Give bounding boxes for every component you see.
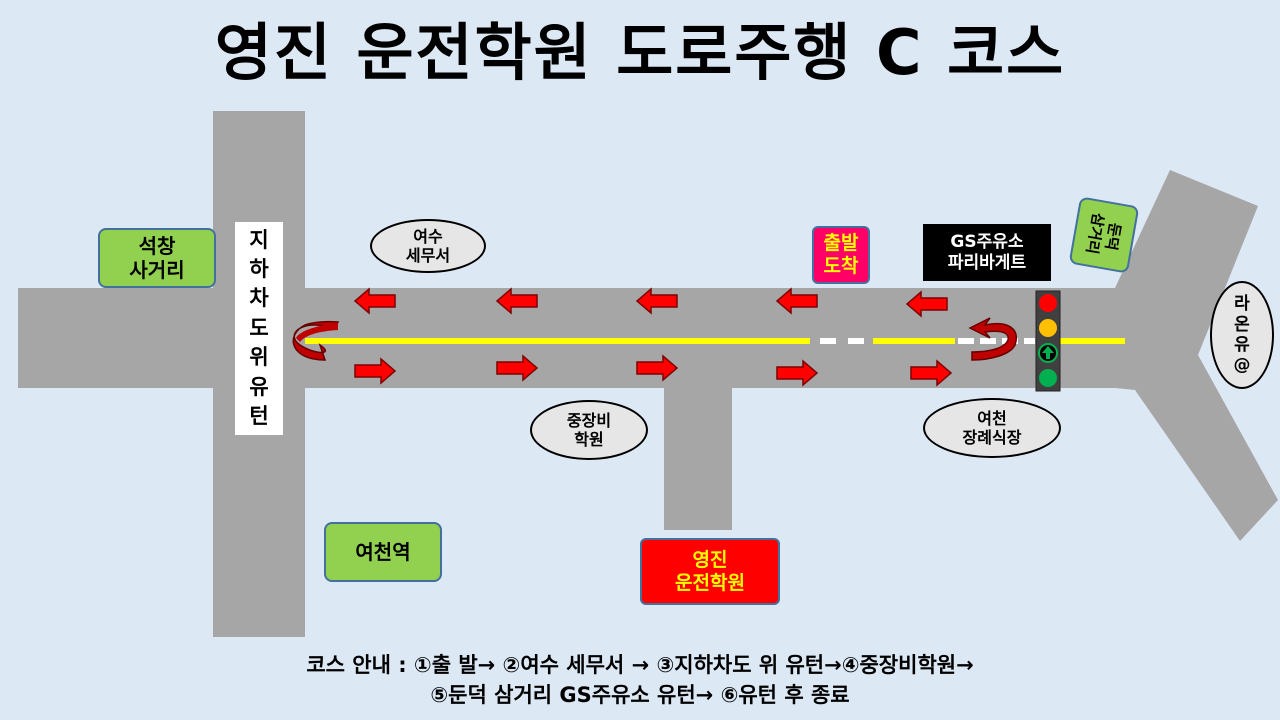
traffic-light-icon — [1035, 290, 1061, 392]
label-raon: 라 온 유 @ — [1210, 281, 1274, 389]
label-heavy-equipment-school: 중장비 학원 — [530, 400, 648, 460]
label-funeral-hall: 여천 장례식장 — [923, 398, 1061, 458]
label-seokchang-intersection: 석창 사거리 — [98, 228, 216, 288]
label-yeosu-tax-office: 여수 세무서 — [370, 219, 486, 273]
label-yeocheon-station: 여천역 — [324, 522, 442, 582]
label-underpass-uturn: 지 하 차 도 위 유 턴 — [235, 222, 283, 435]
page-title: 영진 운전학원 도로주행 C 코스 — [214, 16, 1066, 89]
course-guide-line-1: 코스 안내 : ①출 발→ ②여수 세무서 → ③지하차도 위 유턴→④중장비학… — [306, 653, 974, 677]
u-turn-right-icon — [968, 317, 1017, 361]
u-turn-left-icon — [292, 320, 340, 361]
course-guide: 코스 안내 : ①출 발→ ②여수 세무서 → ③지하차도 위 유턴→④중장비학… — [0, 650, 1280, 710]
fork-road — [1115, 170, 1278, 541]
label-start-finish: 출발 도착 — [812, 226, 870, 284]
course-guide-line-2: ⑤둔덕 삼거리 GS주유소 유턴→ ⑥유턴 후 종료 — [430, 683, 850, 707]
label-driving-school: 영진 운전학원 — [640, 538, 780, 605]
label-dunduk-intersection: 둔덕 삼거리 — [1068, 196, 1140, 274]
label-gs-station: GS주유소 파리바게트 — [923, 224, 1051, 281]
branch-road — [664, 386, 732, 530]
